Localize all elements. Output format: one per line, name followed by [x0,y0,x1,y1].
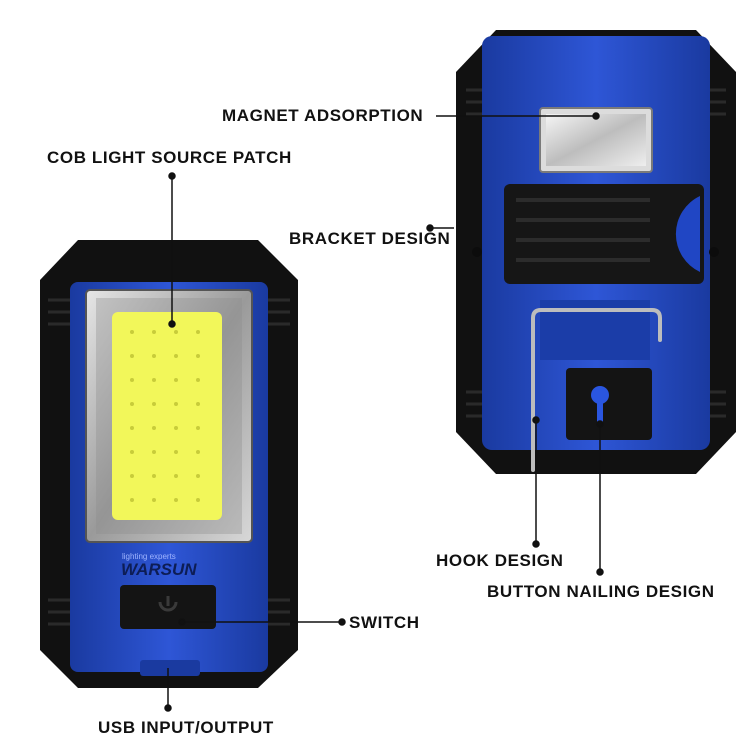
hook-recess [540,300,650,360]
nail-keyhole [591,386,609,404]
label-switch: SWITCH [349,613,420,632]
brand-tagline: lighting experts [122,552,176,561]
back-lamp [456,30,736,474]
label-usb-input-output: USB INPUT/OUTPUT [98,718,274,737]
cob-led-dots [130,330,200,502]
label-button-nailing: BUTTON NAILING DESIGN [487,582,715,601]
nail-slot-housing [566,368,652,440]
front-corner-ridges [48,298,290,626]
bracket-grooves [516,198,650,262]
screw [472,247,482,257]
brand-logo: WARSUN [121,560,197,579]
metal-hook [531,308,662,472]
label-magnet-adsorption: MAGNET ADSORPTION [222,106,424,125]
label-bracket-design: BRACKET DESIGN [289,229,451,248]
label-cob-light-source: COB LIGHT SOURCE PATCH [47,148,292,167]
callout-lines [164,112,604,712]
screw [709,247,719,257]
power-icon [158,596,178,612]
label-hook-design: HOOK DESIGN [436,551,564,570]
front-lamp: lighting experts WARSUN [40,240,298,688]
power-switch[interactable] [120,585,216,629]
bracket-thumb-notch [675,196,700,272]
cob-led-panel [112,312,222,520]
usb-port-cover [140,660,200,676]
